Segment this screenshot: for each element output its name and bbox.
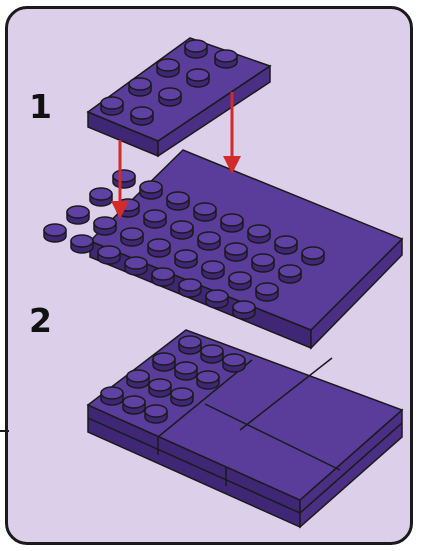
stud xyxy=(124,256,148,276)
stud xyxy=(66,205,90,225)
stud xyxy=(214,49,238,69)
stud xyxy=(196,370,220,390)
stud xyxy=(205,289,229,309)
stud xyxy=(166,191,190,211)
stud xyxy=(156,58,180,78)
stud xyxy=(222,353,246,373)
stud xyxy=(201,260,225,280)
stud xyxy=(301,246,325,266)
stud xyxy=(43,223,67,243)
stud xyxy=(232,300,256,320)
stud xyxy=(184,39,208,59)
step-2-label: 2 xyxy=(29,301,52,340)
stud xyxy=(148,378,172,398)
stud xyxy=(193,202,217,222)
stud xyxy=(251,253,275,273)
stud xyxy=(152,352,176,372)
stud xyxy=(247,224,271,244)
stud xyxy=(100,386,124,406)
stud xyxy=(274,235,298,255)
stud xyxy=(174,361,198,381)
stud xyxy=(147,238,171,258)
stud xyxy=(144,404,168,424)
stud xyxy=(170,220,194,240)
stud xyxy=(112,169,136,189)
stud xyxy=(178,335,202,355)
stud xyxy=(122,395,146,415)
stud xyxy=(158,87,182,107)
stud xyxy=(228,271,252,291)
stud xyxy=(139,180,163,200)
stud xyxy=(197,231,221,251)
stud xyxy=(126,369,150,389)
stud xyxy=(100,96,124,116)
stud xyxy=(278,264,302,284)
stud xyxy=(178,278,202,298)
stud xyxy=(120,227,144,247)
stud xyxy=(224,242,248,262)
stud xyxy=(128,77,152,97)
large-plate-icon xyxy=(43,149,404,350)
stud xyxy=(130,106,154,126)
stud xyxy=(93,216,117,236)
stud xyxy=(186,68,210,88)
down-arrow-icon xyxy=(111,92,241,219)
small-plate-icon xyxy=(86,37,272,158)
stud xyxy=(255,282,279,302)
stud xyxy=(170,387,194,407)
edge-line xyxy=(0,430,9,432)
stud xyxy=(200,344,224,364)
assembled-plates-icon xyxy=(86,329,404,529)
stud xyxy=(70,234,94,254)
stud xyxy=(174,249,198,269)
stud xyxy=(97,245,121,265)
stud xyxy=(143,209,167,229)
stud xyxy=(220,213,244,233)
stud xyxy=(89,187,113,207)
step-1-label: 1 xyxy=(29,87,52,126)
stud xyxy=(151,267,175,287)
